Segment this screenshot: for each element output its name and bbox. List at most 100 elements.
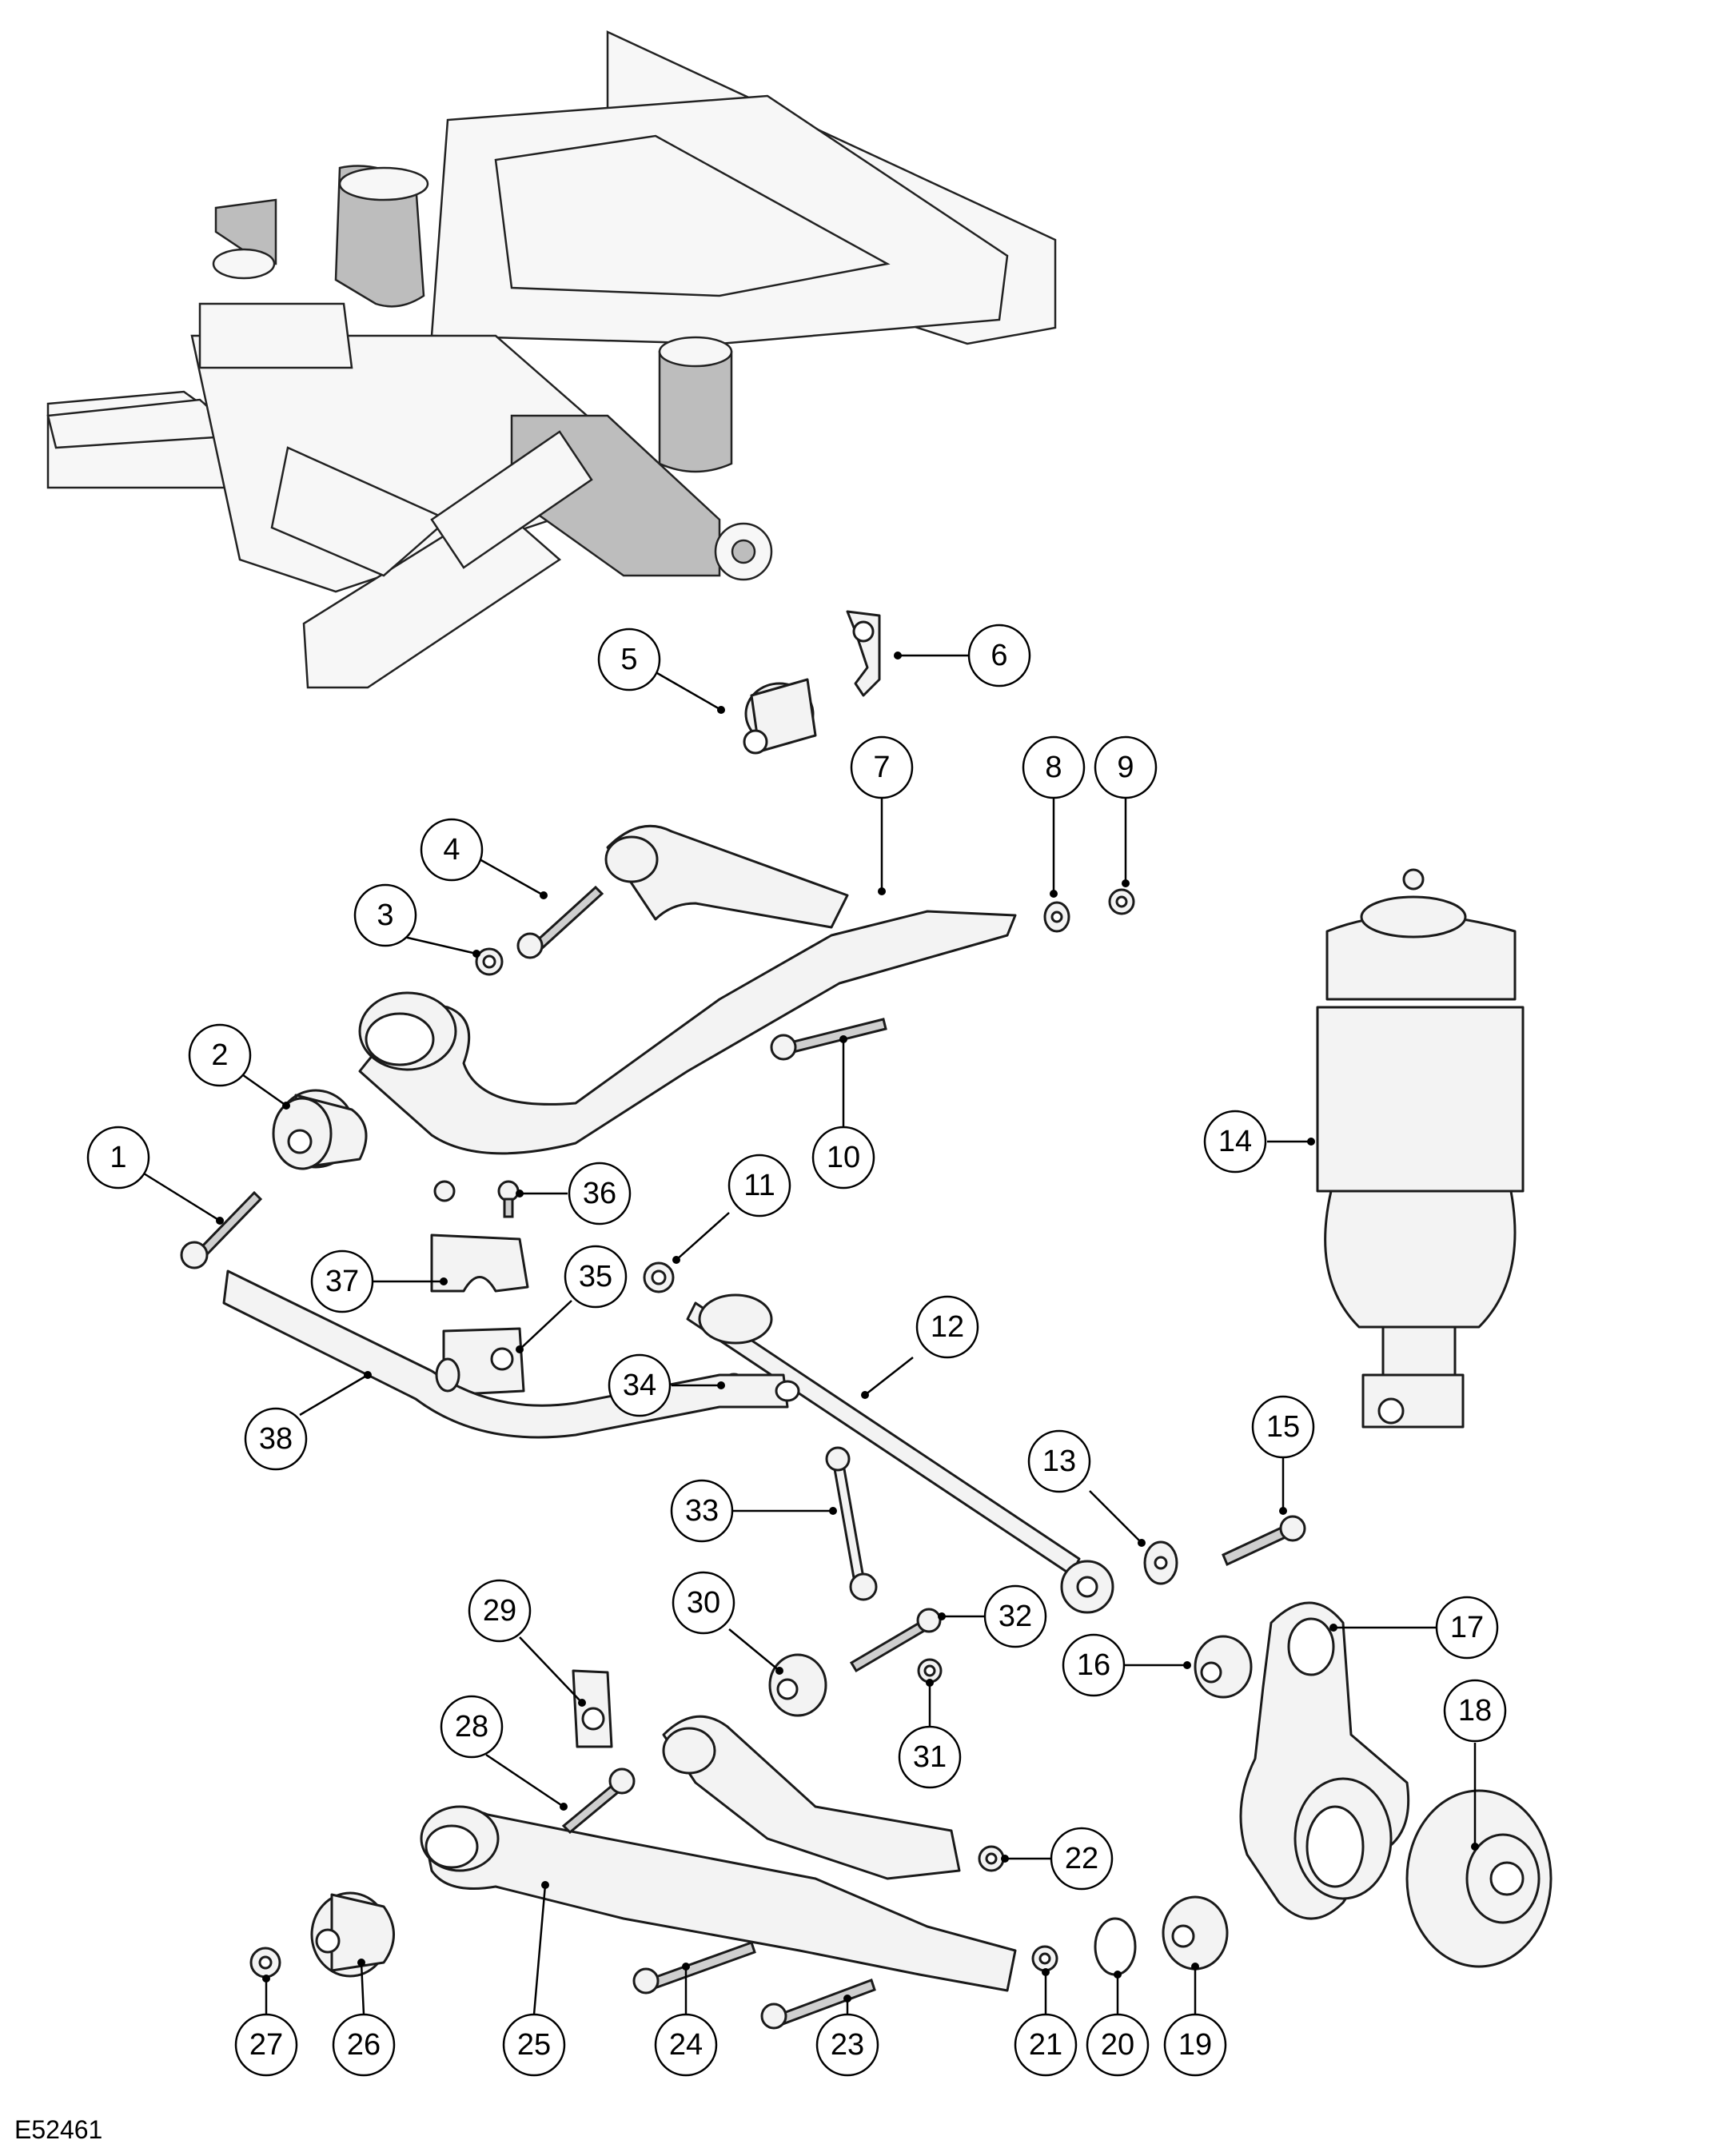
part-26-bushing (310, 1891, 395, 1978)
callout-7: 7 (850, 735, 914, 799)
callout-23: 23 (815, 2013, 879, 2077)
callout-27: 27 (234, 2013, 298, 2077)
callout-9-label: 9 (1117, 751, 1134, 784)
callout-29: 29 (468, 1579, 532, 1643)
callout-11: 11 (727, 1154, 791, 1217)
part-27-nut (249, 1947, 281, 1979)
part-20-circlip (1094, 1917, 1137, 1976)
callout-4: 4 (420, 818, 484, 882)
part-28-bolt (561, 1767, 636, 1835)
callout-20-label: 20 (1101, 2028, 1134, 2062)
callout-37: 37 (310, 1249, 374, 1313)
callout-3: 3 (353, 883, 417, 947)
callout-33-label: 33 (685, 1494, 719, 1528)
callout-5-label: 5 (620, 643, 637, 676)
part-31-nut (917, 1658, 943, 1684)
callout-22: 22 (1050, 1827, 1114, 1891)
frame-assembly-overview (46, 30, 1057, 689)
part-16-bushing (1194, 1635, 1253, 1699)
callout-35: 35 (564, 1245, 628, 1309)
part-6-bracket (846, 610, 881, 697)
callout-28: 28 (440, 1695, 504, 1759)
callout-30: 30 (672, 1571, 735, 1635)
callout-24-label: 24 (669, 2028, 703, 2062)
callout-15-label: 15 (1266, 1410, 1300, 1444)
part-33-drop-link (825, 1446, 878, 1601)
callout-2-label: 2 (211, 1038, 228, 1072)
callout-34-label: 34 (623, 1369, 656, 1402)
callout-26-label: 26 (347, 2028, 381, 2062)
callout-7-label: 7 (873, 751, 890, 784)
callout-24: 24 (654, 2013, 718, 2077)
callout-12-label: 12 (931, 1310, 964, 1344)
callout-31: 31 (898, 1725, 962, 1789)
callout-21-label: 21 (1029, 2028, 1062, 2062)
callout-17-label: 17 (1450, 1611, 1484, 1644)
callout-17: 17 (1435, 1596, 1499, 1660)
callout-1: 1 (86, 1126, 150, 1190)
part-14-air-spring (1316, 868, 1525, 1429)
callout-20: 20 (1086, 2013, 1150, 2077)
callout-36: 36 (568, 1162, 632, 1225)
part-10-bolt (770, 1018, 887, 1061)
part-22-nut (978, 1845, 1005, 1872)
part-1-bolt (180, 1190, 263, 1269)
part-18-hub (1405, 1789, 1553, 1968)
part-35-bushing (442, 1327, 525, 1397)
callout-16: 16 (1062, 1633, 1126, 1697)
part-37-clamp (430, 1180, 529, 1293)
callout-13-label: 13 (1042, 1445, 1076, 1478)
part-36-bolt (497, 1180, 520, 1218)
callout-28-label: 28 (455, 1710, 488, 1744)
figure-reference-code: E52461 (14, 2115, 102, 2144)
callout-27-label: 27 (249, 2028, 283, 2062)
part-8-washer (1043, 901, 1070, 933)
part-5-bushing (743, 678, 817, 755)
callout-3-label: 3 (377, 899, 393, 932)
callout-33: 33 (670, 1479, 734, 1543)
part-12-tie-rod (686, 1293, 1114, 1614)
callout-22-label: 22 (1065, 1842, 1098, 1875)
part-9-nut (1108, 888, 1135, 915)
part-2-bushing (272, 1089, 368, 1170)
part-7-upper-arm (358, 824, 1017, 1155)
part-29-bracket (572, 1669, 613, 1748)
callout-32-label: 32 (998, 1600, 1032, 1633)
callout-2: 2 (188, 1023, 252, 1087)
part-15-bolt (1222, 1515, 1306, 1567)
callout-21: 21 (1014, 2013, 1078, 2077)
part-17-knuckle (1239, 1601, 1410, 1920)
callout-29-label: 29 (483, 1594, 516, 1628)
callout-19-label: 19 (1178, 2028, 1212, 2062)
callout-10: 10 (811, 1126, 875, 1190)
callout-15: 15 (1251, 1395, 1315, 1459)
callout-19: 19 (1163, 2013, 1227, 2077)
callout-14: 14 (1203, 1110, 1267, 1174)
callout-8-label: 8 (1045, 751, 1062, 784)
callout-8: 8 (1022, 735, 1086, 799)
callout-12: 12 (915, 1295, 979, 1359)
part-19-bushing (1162, 1895, 1229, 1971)
callout-4-label: 4 (443, 833, 460, 867)
callout-32: 32 (983, 1584, 1047, 1648)
callout-25-label: 25 (517, 2028, 551, 2062)
part-3-nut (475, 947, 504, 976)
callout-18-label: 18 (1458, 1694, 1492, 1728)
part-30-bushing (768, 1653, 827, 1717)
callout-26: 26 (332, 2013, 396, 2077)
callouts: 1 2 3 4 5 6 7 8 9 10 11 12 13 14 15 16 1… (86, 624, 1507, 2077)
callout-14-label: 14 (1218, 1125, 1252, 1158)
part-25-lower-arm (420, 1715, 1017, 1992)
callout-6: 6 (967, 624, 1031, 687)
callout-37-label: 37 (325, 1265, 359, 1298)
callout-16-label: 16 (1077, 1648, 1110, 1682)
callout-1-label: 1 (110, 1141, 126, 1174)
part-21-nut (1031, 1945, 1058, 1972)
part-11-nut (643, 1261, 675, 1293)
callout-5: 5 (597, 628, 661, 691)
callout-31-label: 31 (913, 1740, 947, 1774)
part-13-washer (1143, 1540, 1178, 1585)
callout-13: 13 (1027, 1429, 1091, 1493)
callout-36-label: 36 (583, 1177, 616, 1210)
